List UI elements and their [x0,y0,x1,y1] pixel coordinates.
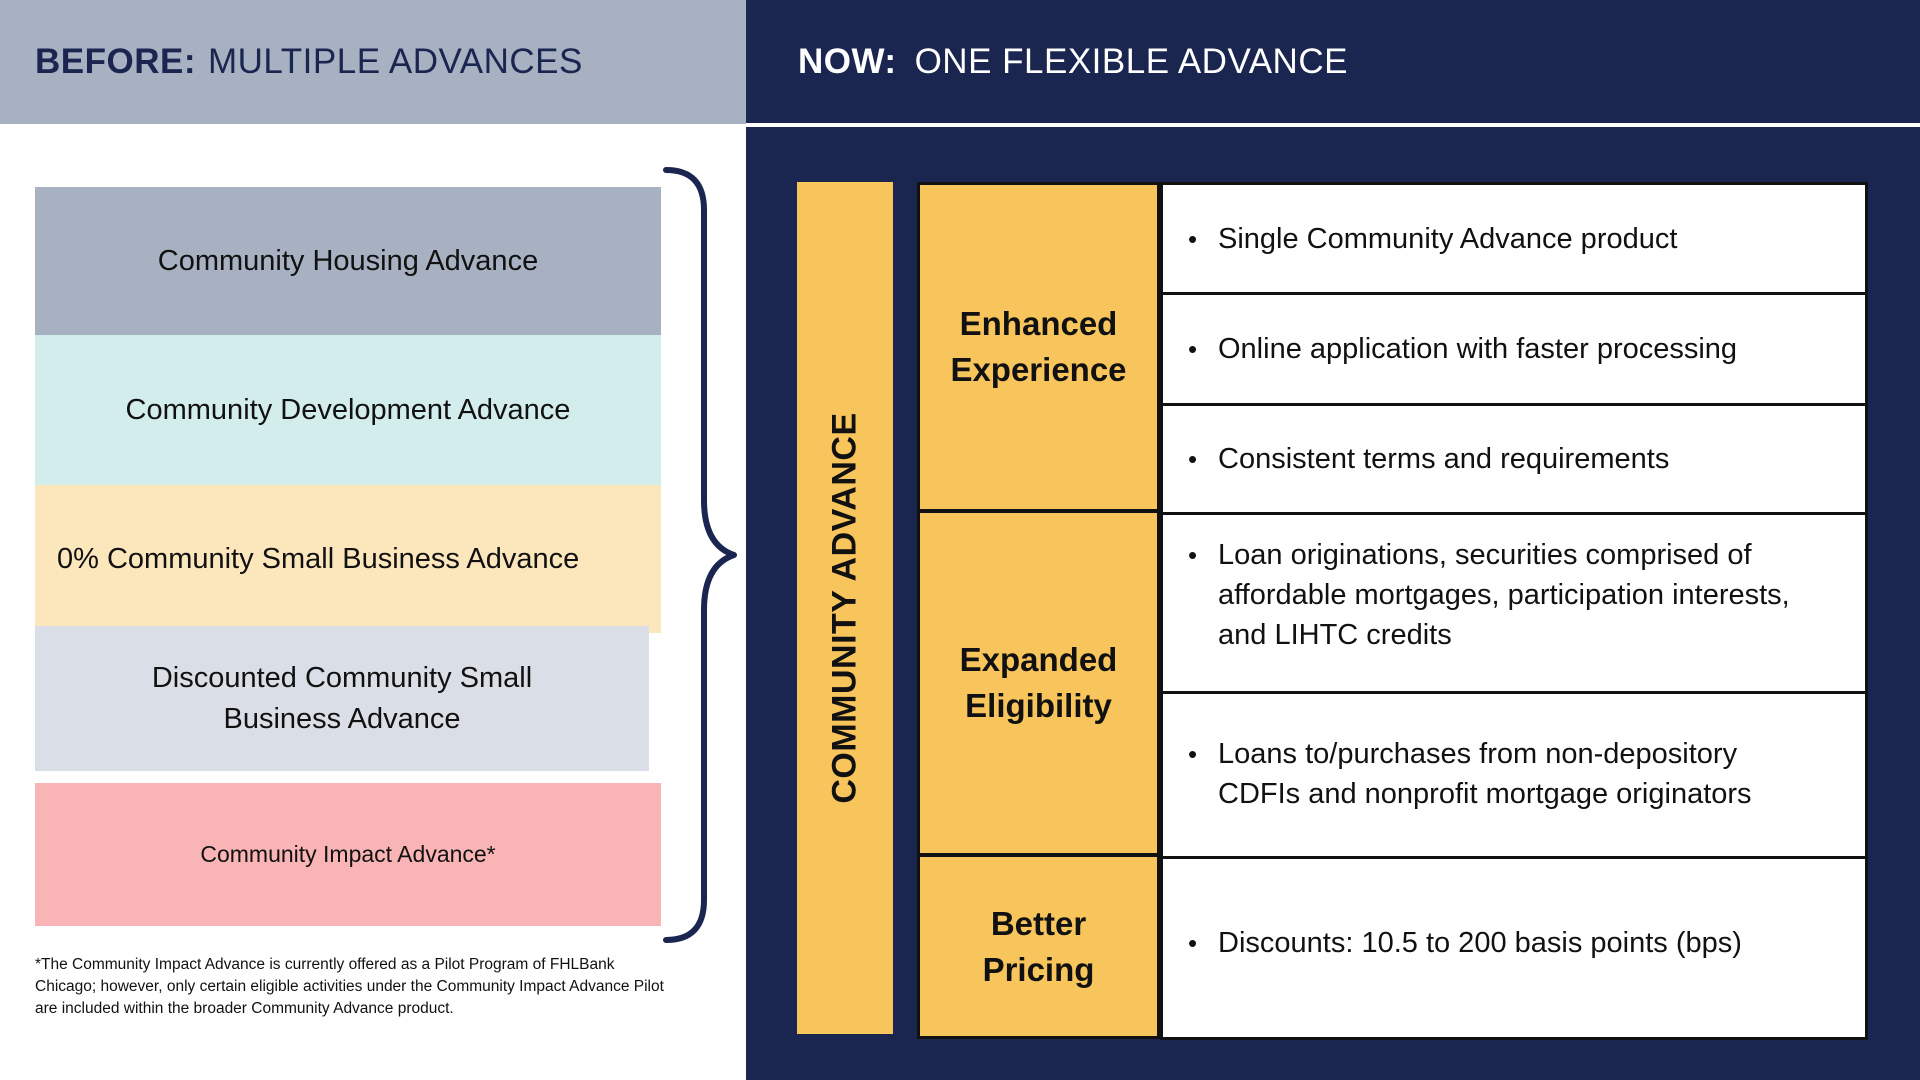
header-before: BEFORE: MULTIPLE ADVANCES [0,0,746,124]
header-divider [746,123,1920,127]
category-enhanced-experience: Enhanced Experience [917,182,1160,512]
advance-box-community-housing: Community Housing Advance [35,187,661,335]
footnote: *The Community Impact Advance is current… [35,956,664,1017]
benefit-cell: Online application with faster processin… [1160,292,1868,406]
benefit-bullet: Loans to/purchases from non-depository C… [1188,734,1818,814]
advance-label: Community Impact Advance* [200,840,496,867]
benefit-bullet: Loan originations, securities comprised … [1188,535,1818,655]
advance-box-zero-percent-small-business: 0% Community Small Business Advance [35,485,661,633]
benefit-cell: Consistent terms and requirements [1160,403,1868,515]
benefit-cell: Loans to/purchases from non-depository C… [1160,691,1868,859]
advance-label: Discounted Community Small Business Adva… [151,662,533,735]
advance-label: 0% Community Small Business Advance [57,542,580,575]
header-before-text: MULTIPLE ADVANCES [208,42,583,81]
community-advance-bar: COMMUNITY ADVANCE [797,182,893,1034]
header-before-bold: BEFORE: [35,42,196,81]
benefit-bullet: Discounts: 10.5 to 200 basis points (bps… [1188,923,1742,963]
benefit-bullet: Single Community Advance product [1188,219,1677,259]
advance-label: Community Housing Advance [157,244,539,277]
advance-box-community-impact: Community Impact Advance* [35,783,661,926]
benefit-bullet: Online application with faster processin… [1188,329,1737,369]
category-label: Better Pricing [982,904,1095,988]
benefit-cell: Single Community Advance product [1160,182,1868,295]
header-now: NOW: ONE FLEXIBLE ADVANCE [746,0,1920,124]
benefit-bullet: Consistent terms and requirements [1188,439,1669,479]
category-better-pricing: Better Pricing [917,854,1160,1039]
advance-label: Community Development Advance [125,393,571,426]
benefit-cell: Discounts: 10.5 to 200 basis points (bps… [1160,856,1868,1040]
curly-brace-icon [663,167,737,943]
header-before-title: BEFORE: MULTIPLE ADVANCES [35,0,583,124]
category-expanded-eligibility: Expanded Eligibility [917,510,1160,856]
benefit-cell: Loan originations, securities comprised … [1160,512,1868,694]
category-label: Enhanced Experience [950,305,1127,388]
community-advance-label: COMMUNITY ADVANCE [825,412,864,804]
category-label: Expanded Eligibility [959,641,1118,724]
advance-box-community-development: Community Development Advance [35,335,661,485]
header-now-bold: NOW: [798,42,897,81]
header-now-text: ONE FLEXIBLE ADVANCE [914,42,1348,81]
header-now-title: NOW: ONE FLEXIBLE ADVANCE [798,0,1348,124]
advance-box-discounted-small-business: Discounted Community Small Business Adva… [35,626,649,771]
